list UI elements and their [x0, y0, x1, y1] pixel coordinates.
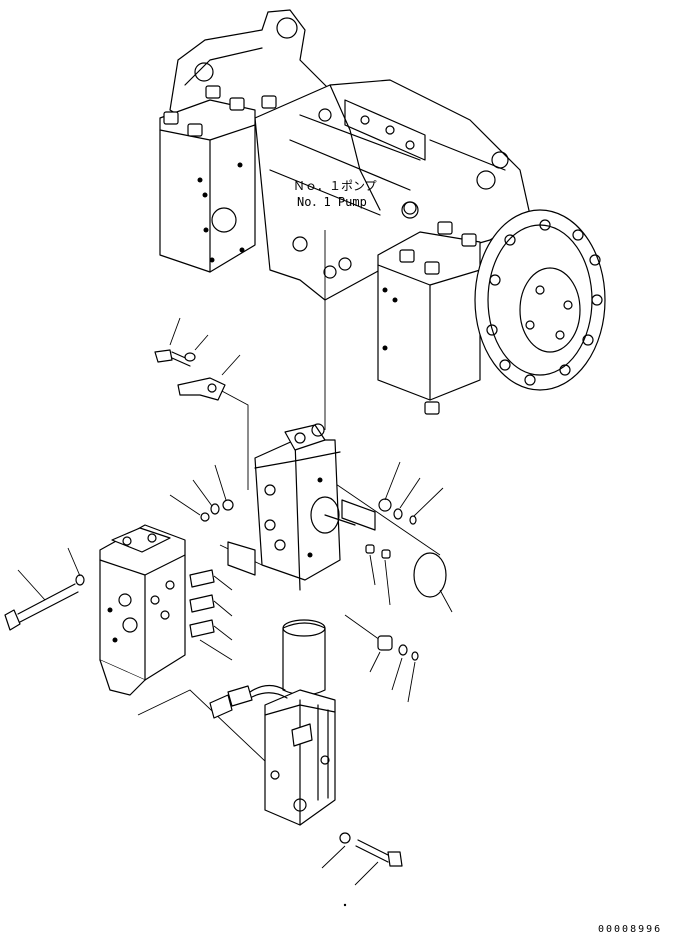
small-parts [4, 317, 453, 886]
drawing-number: 00008996 [598, 924, 662, 935]
pump-label-en: No．1 Pump [297, 195, 367, 209]
solenoid-valve [209, 619, 336, 826]
control-valve [227, 423, 376, 591]
pump-assembly: Ｎｏ．１ポンプ No．1 Pump [159, 9, 606, 415]
pump-label-jp: Ｎｏ．１ポンプ [293, 179, 377, 193]
dot-mark [343, 903, 347, 907]
valve-block-left [99, 524, 233, 696]
